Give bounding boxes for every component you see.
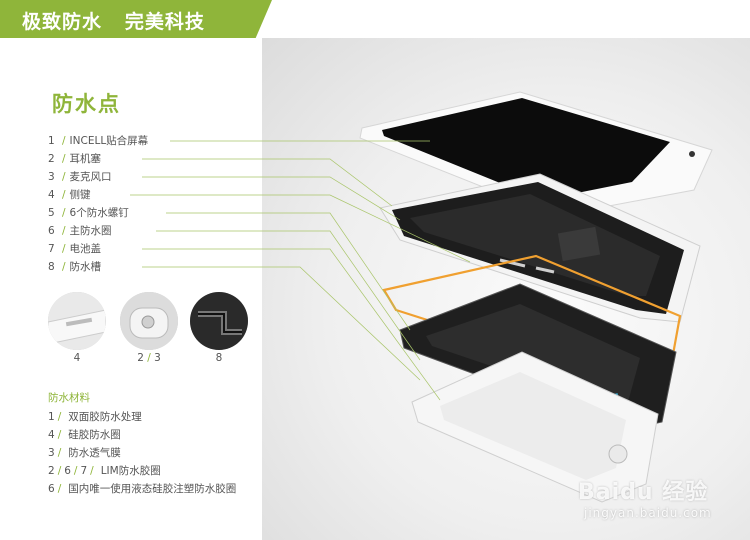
material-number: 1 [48, 411, 55, 423]
point-item: 3 /麦克风口 [48, 168, 148, 186]
point-label: 6个防水螺钉 [69, 207, 129, 219]
material-number: 6 [64, 465, 71, 477]
thumbnail-label-number: 8 [215, 352, 223, 364]
point-label: 麦克风口 [69, 171, 112, 183]
material-item: 3/ 防水透气膜 [48, 444, 236, 462]
material-number: 6 [48, 483, 55, 495]
point-number: 4 [48, 189, 55, 201]
materials-list: 1/双面胶防水处理 4/硅胶防水圈 3/防水透气膜 2/6/7/LIM防水胶圈 … [48, 408, 236, 498]
waterproof-groove-detail-thumbnail [190, 292, 248, 350]
point-label: 主防水圈 [69, 225, 112, 237]
earphone-plug-detail-thumbnail [120, 292, 178, 350]
watermark-logo-text: Baidu 经验 [578, 480, 709, 505]
material-number: 2 [48, 465, 55, 477]
point-label: 侧键 [69, 189, 91, 201]
materials-title: 防水材料 [48, 392, 90, 404]
header-banner [0, 0, 272, 38]
exploded-phone-illustration [359, 91, 713, 503]
point-number: 1 [48, 135, 55, 147]
separator: / [62, 243, 66, 255]
separator: / [57, 447, 62, 459]
watermark-url: jingyan.baidu.com [584, 506, 712, 520]
point-item: 7 /电池盖 [48, 240, 148, 258]
separator: / [57, 429, 62, 441]
section-title: 防水点 [52, 92, 121, 116]
thumbnail-label: 2 / 3 [120, 352, 178, 364]
point-item: 4 /侧键 [48, 186, 148, 204]
point-number: 7 [48, 243, 55, 255]
separator: / [57, 465, 62, 477]
separator: / [62, 135, 66, 147]
material-label: 国内唯一使用液态硅胶注塑防水胶圈 [68, 483, 237, 495]
separator: / [90, 465, 94, 477]
waterproof-groove-detail-image [190, 292, 248, 350]
screen-panel [359, 91, 713, 217]
point-item: 6 /主防水圈 [48, 222, 148, 240]
material-item: 4/ 硅胶防水圈 [48, 426, 236, 444]
point-item: 8 /防水槽 [48, 258, 148, 276]
earphone-plug-detail-image [120, 292, 178, 350]
thumbnail-label: 4 [48, 352, 106, 364]
separator: / [62, 189, 66, 201]
battery-cover [411, 351, 659, 503]
header-title: 极致防水 完美科技 [22, 11, 205, 33]
point-number: 8 [48, 261, 55, 273]
point-label: 耳机塞 [69, 153, 102, 165]
point-label: 防水槽 [69, 261, 102, 273]
point-item: 2 /耳机塞 [48, 150, 148, 168]
material-label: LIM防水胶圈 [100, 465, 161, 477]
material-item: 1/ 双面胶防水处理 [48, 408, 236, 426]
separator: / [73, 465, 78, 477]
separator: / [57, 483, 62, 495]
baidu-jingyan-watermark: Baidu 经验 jingyan.baidu.com [578, 474, 748, 536]
point-item: 5 /6个防水螺钉 [48, 204, 148, 222]
point-label: INCELL贴合屏幕 [69, 135, 149, 147]
material-item: 6/ 国内唯一使用液态硅胶注塑防水胶圈 [48, 480, 236, 498]
thumbnail-label-number: 2 [137, 352, 144, 364]
separator: / [147, 352, 151, 364]
separator: / [62, 153, 66, 165]
point-number: 5 [48, 207, 55, 219]
point-label: 电池盖 [69, 243, 102, 255]
thumbnail-label: 8 [190, 352, 248, 364]
side-key-detail-image [48, 292, 106, 350]
separator: / [62, 225, 66, 237]
material-item: 2/6/7/LIM防水胶圈 [48, 462, 236, 480]
thumbnail-label-number: 4 [73, 352, 81, 364]
point-number: 2 [48, 153, 55, 165]
thumbnail-label-number: 3 [154, 352, 161, 364]
material-label: 硅胶防水圈 [68, 429, 121, 441]
separator: / [57, 411, 62, 423]
point-number: 6 [48, 225, 55, 237]
material-label: 双面胶防水处理 [68, 411, 142, 423]
material-number: 7 [80, 465, 88, 477]
side-key-detail-thumbnail [48, 292, 106, 350]
separator: / [62, 171, 66, 183]
point-item: 1 /INCELL贴合屏幕 [48, 132, 148, 150]
material-number: 3 [48, 447, 55, 459]
separator: / [62, 261, 66, 273]
point-number: 3 [48, 171, 55, 183]
material-label: 防水透气膜 [68, 447, 121, 459]
separator: / [62, 207, 66, 219]
waterproof-points-list: 1/INCELL贴合屏幕 2/耳机塞 3/麦克风口 4/侧键 5/6个防水螺钉 … [48, 132, 148, 276]
material-number: 4 [48, 429, 55, 441]
